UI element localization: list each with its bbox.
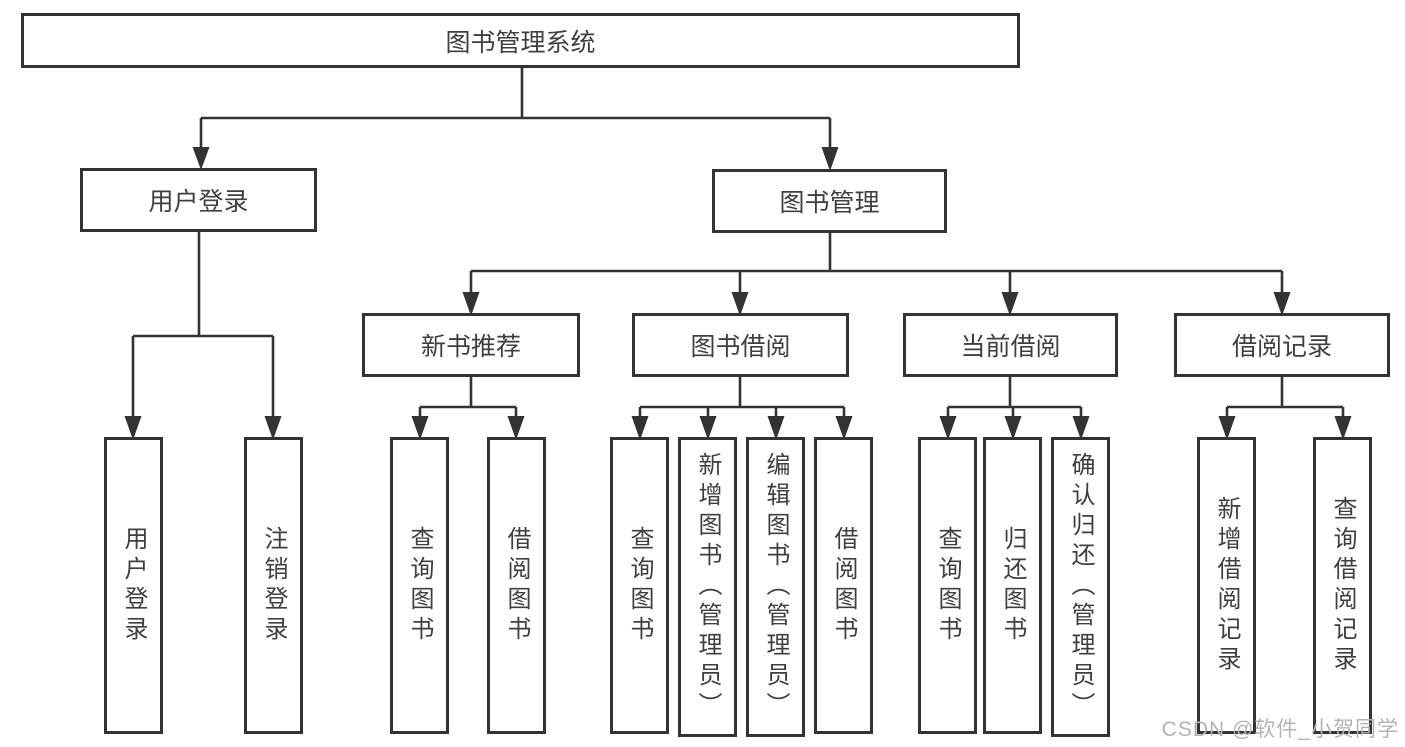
leaf-borrow-books-recommend: 借阅图书 — [487, 437, 546, 734]
leaf-add-books-admin: 新增图书（管理员） — [678, 437, 737, 737]
node-root: 图书管理系统 — [21, 13, 1020, 68]
leaf-return-books: 归还图书 — [983, 437, 1042, 734]
node-borrow-records: 借阅记录 — [1174, 313, 1390, 377]
leaf-user-login: 用户登录 — [104, 437, 163, 734]
node-book-borrow: 图书借阅 — [632, 313, 849, 377]
leaf-query-books-borrow: 查询图书 — [610, 437, 669, 734]
node-book-management: 图书管理 — [712, 169, 947, 233]
node-new-book-recommend: 新书推荐 — [362, 313, 580, 377]
node-current-borrow: 当前借阅 — [903, 313, 1118, 377]
leaf-add-borrow-record: 新增借阅记录 — [1197, 437, 1256, 734]
leaf-logout: 注销登录 — [244, 437, 303, 734]
node-user-login: 用户登录 — [80, 168, 317, 232]
csdn-watermark: CSDN @软件_小贺同学 — [1161, 718, 1399, 741]
leaf-confirm-return-admin: 确认归还（管理员） — [1051, 437, 1110, 737]
leaf-query-books-current: 查询图书 — [918, 437, 977, 734]
leaf-query-borrow-record: 查询借阅记录 — [1313, 437, 1372, 734]
leaf-edit-books-admin: 编辑图书（管理员） — [746, 437, 805, 737]
leaf-borrow-books: 借阅图书 — [814, 437, 873, 734]
leaf-query-books-recommend: 查询图书 — [390, 437, 449, 734]
